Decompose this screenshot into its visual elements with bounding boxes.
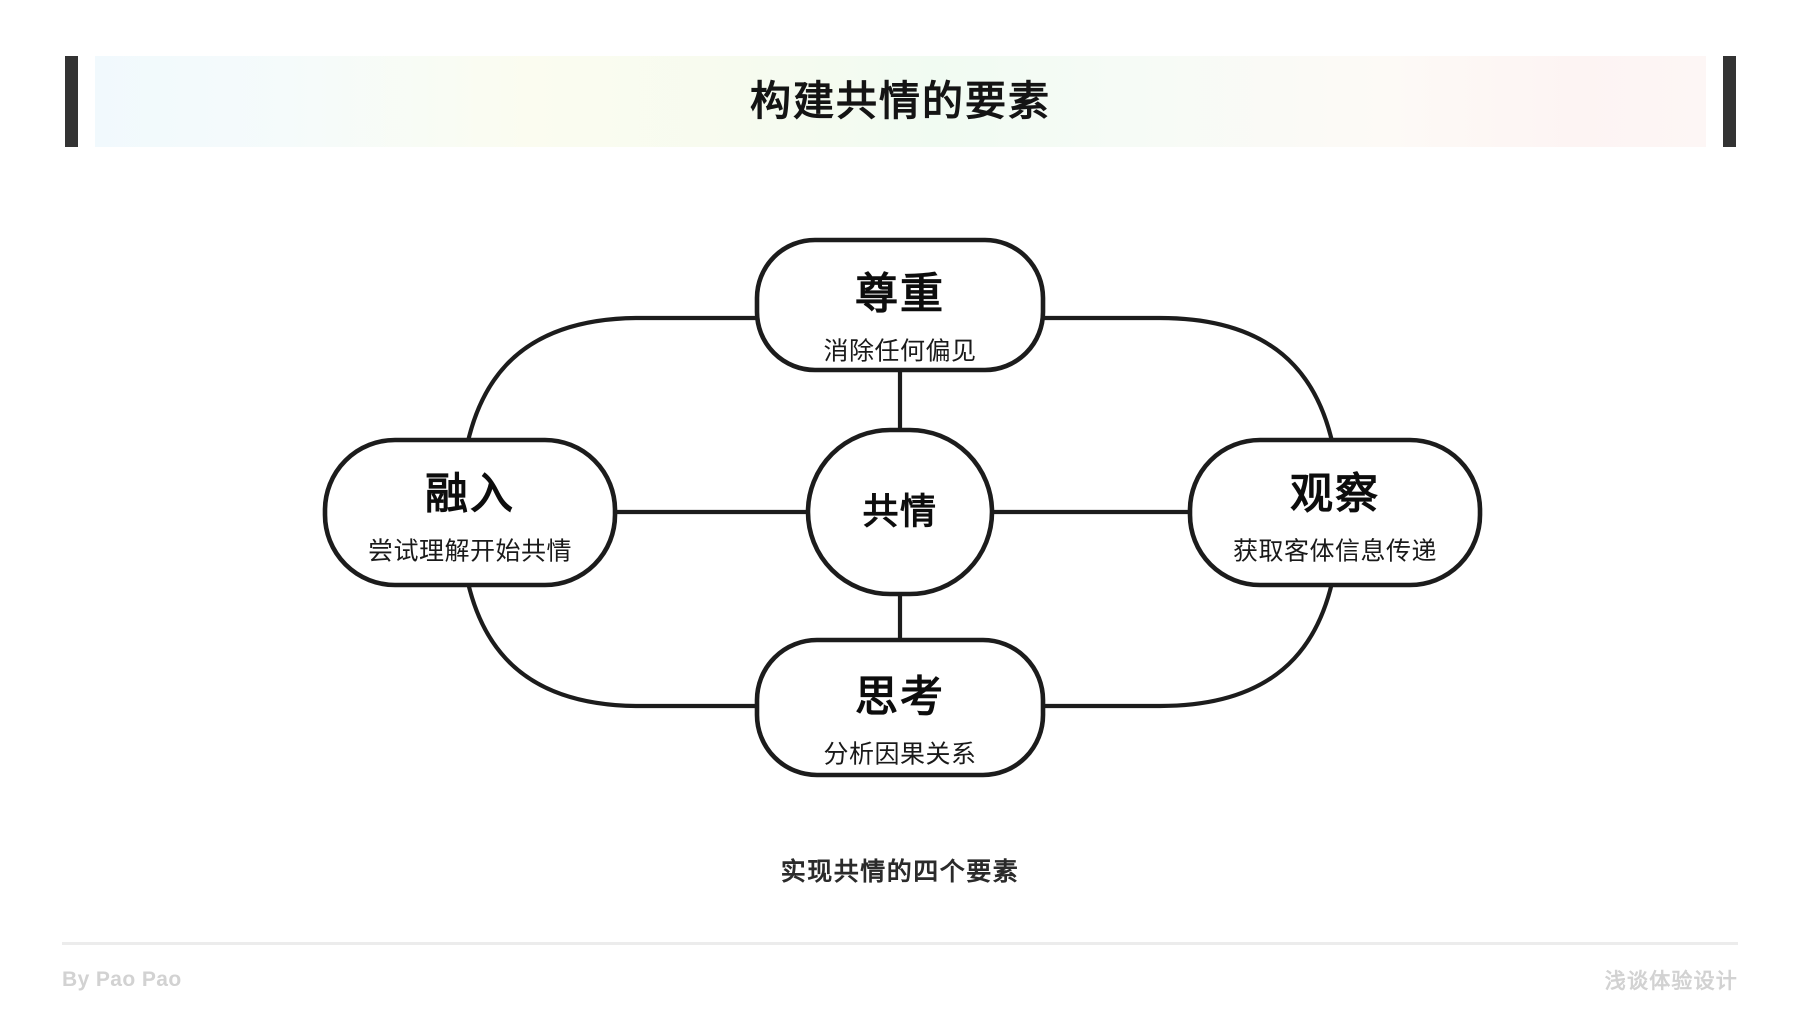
- node-observe-subtitle: 获取客体信息传递: [1233, 538, 1437, 566]
- node-think-shape: [754, 637, 1046, 778]
- node-think[interactable]: 思考 分析因果关系: [754, 637, 1046, 778]
- footer-series-name: 浅谈体验设计: [1604, 970, 1738, 993]
- footer-divider: [62, 942, 1738, 945]
- node-center-shape: [805, 427, 995, 597]
- node-center-empathy[interactable]: 共情: [805, 427, 995, 597]
- empathy-diagram: 尊重 消除任何偏见 融入 尝试理解开始共情 共情 观察 获取客体信息传递: [0, 150, 1800, 870]
- header-left-rule: [65, 56, 78, 147]
- diagram-canvas: 尊重 消除任何偏见 融入 尝试理解开始共情 共情 观察 获取客体信息传递: [322, 237, 1483, 778]
- node-integrate-subtitle: 尝试理解开始共情: [368, 538, 572, 566]
- slide-header: 构建共情的要素: [0, 56, 1800, 147]
- diagram-caption: 实现共情的四个要素: [780, 858, 1020, 886]
- node-observe-shape: [1187, 437, 1483, 588]
- node-integrate-title: 融入: [425, 470, 515, 518]
- header-gradient-band: 构建共情的要素: [95, 56, 1706, 147]
- node-integrate[interactable]: 融入 尝试理解开始共情: [322, 437, 618, 588]
- header-right-rule: [1723, 56, 1736, 147]
- node-center-title: 共情: [862, 491, 937, 532]
- node-respect-subtitle: 消除任何偏见: [823, 338, 976, 366]
- node-think-subtitle: 分析因果关系: [823, 741, 976, 769]
- node-think-title: 思考: [855, 673, 945, 721]
- page-title: 构建共情的要素: [750, 78, 1051, 124]
- slide-footer: By Pao Pao 浅谈体验设计: [62, 962, 1738, 998]
- node-observe[interactable]: 观察 获取客体信息传递: [1187, 437, 1483, 588]
- footer-author: By Pao Pao: [62, 968, 182, 991]
- node-integrate-shape: [322, 437, 618, 588]
- node-respect-shape: [754, 237, 1046, 373]
- node-respect-title: 尊重: [855, 270, 945, 318]
- node-respect[interactable]: 尊重 消除任何偏见: [754, 237, 1046, 373]
- node-observe-title: 观察: [1290, 470, 1380, 518]
